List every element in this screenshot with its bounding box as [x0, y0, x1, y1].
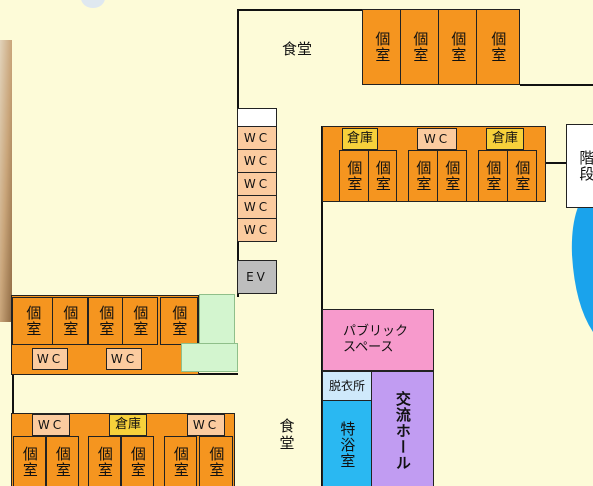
dining-room-label: 食堂 [282, 40, 313, 58]
wall [321, 126, 323, 486]
private-room[interactable]: 個室 [52, 297, 88, 345]
wall [520, 84, 593, 86]
private-room[interactable]: 個室 [438, 9, 478, 85]
blue-pond [571, 184, 593, 332]
annex-room [199, 294, 235, 344]
wall [545, 162, 568, 164]
dining-room-label: 食堂 [277, 418, 296, 452]
wc-room[interactable]: WC [237, 218, 277, 242]
private-room[interactable]: 個室 [339, 150, 369, 202]
wc-room[interactable]: WC [237, 149, 277, 173]
private-room[interactable]: 個室 [122, 297, 158, 345]
private-room[interactable]: 個室 [121, 436, 154, 486]
elevator[interactable]: EV [237, 260, 277, 294]
wall [12, 373, 14, 413]
stairs[interactable]: 階段 [566, 124, 593, 208]
private-room[interactable]: 個室 [199, 436, 233, 486]
wc-room[interactable]: WC [237, 126, 277, 150]
private-room[interactable]: 個室 [362, 9, 402, 85]
annex-room [181, 343, 238, 372]
private-room[interactable]: 個室 [507, 150, 537, 202]
wc-room[interactable]: WC [417, 128, 457, 150]
private-room[interactable]: 個室 [160, 297, 198, 345]
dressing-room[interactable]: 脱衣所 [322, 371, 372, 401]
wood-interior-photo [0, 40, 12, 322]
wc-room[interactable]: WC [106, 348, 142, 370]
private-room[interactable]: 個室 [12, 297, 54, 345]
private-room[interactable]: 個室 [476, 9, 520, 85]
private-room[interactable]: 個室 [478, 150, 508, 202]
wc-room[interactable]: WC [187, 414, 225, 436]
exchange-hall[interactable]: 交流ホール [371, 371, 434, 486]
storage-room[interactable]: 倉庫 [486, 128, 524, 150]
wc-room[interactable]: WC [32, 348, 68, 370]
private-room[interactable]: 個室 [368, 150, 397, 202]
special-bath-room[interactable]: 特浴室 [322, 400, 372, 486]
private-room[interactable]: 個室 [46, 436, 79, 486]
private-room[interactable]: 個室 [13, 436, 46, 486]
private-room[interactable]: 個室 [437, 150, 467, 202]
wall [237, 9, 362, 11]
skylight-shape [81, 0, 105, 8]
storage-room[interactable]: 倉庫 [342, 128, 378, 150]
private-room[interactable]: 個室 [408, 150, 438, 202]
private-room[interactable]: 個室 [88, 297, 124, 345]
wc-room[interactable]: WC [32, 414, 70, 436]
wc-room[interactable]: WC [237, 195, 277, 219]
storage-room[interactable]: 倉庫 [109, 414, 147, 436]
private-room[interactable]: 個室 [88, 436, 121, 486]
private-room[interactable]: 個室 [164, 436, 197, 486]
private-room[interactable]: 個室 [400, 9, 440, 85]
wc-room[interactable]: WC [237, 172, 277, 196]
public-space[interactable]: パブリックスペース [322, 309, 434, 371]
white-room [237, 108, 277, 127]
